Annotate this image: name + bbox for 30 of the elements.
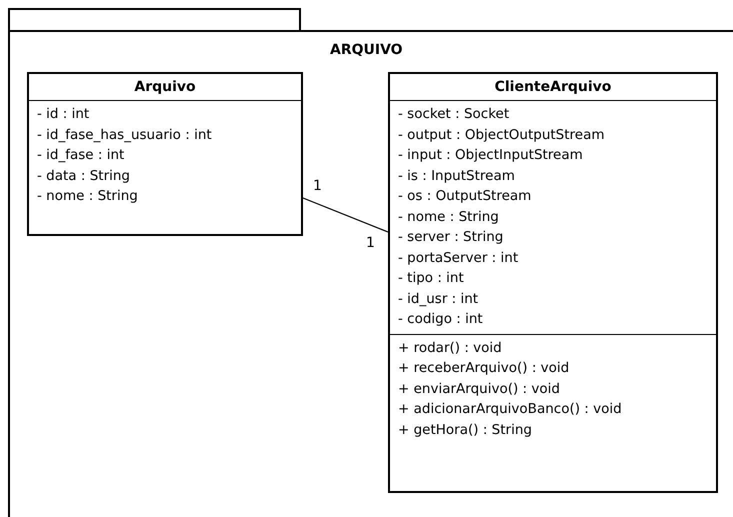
- attribute-text: - id_usr : int: [398, 290, 478, 308]
- method-text: + getHora() : String: [398, 420, 532, 440]
- attribute-text: - id : int: [37, 105, 90, 124]
- package-frame: [8, 8, 733, 517]
- method-text: + receberArquivo() : void: [398, 359, 570, 378]
- attribute-text: - input : ObjectInputStream: [398, 146, 583, 165]
- attribute-text: - output : ObjectOutputStream: [398, 126, 605, 144]
- method-text: + adicionarArquivoBanco() : void: [398, 400, 622, 419]
- attribute-text: - nome : String: [37, 187, 138, 206]
- multiplicity-label: 1: [366, 235, 375, 251]
- attribute-text: - portaServer : int: [398, 248, 518, 268]
- attribute-text: - id_fase : int: [37, 146, 124, 165]
- attribute-text: - socket : Socket: [398, 105, 510, 124]
- method-text: + rodar() : void: [398, 338, 502, 358]
- attribute-text: - id_fase_has_usuario : int: [37, 126, 212, 144]
- attribute-text: - tipo : int: [398, 269, 464, 288]
- class-name: ClienteArquivo: [494, 79, 612, 95]
- attribute-text: - is : InputStream: [398, 166, 515, 186]
- multiplicity-label: 1: [313, 178, 322, 194]
- attribute-text: - data : String: [37, 166, 130, 186]
- attribute-text: - nome : String: [398, 208, 499, 226]
- attribute-text: - codigo : int: [398, 310, 483, 329]
- association-line: [302, 197, 388, 233]
- class-box: [388, 72, 718, 493]
- class-name: Arquivo: [134, 79, 196, 95]
- attribute-text: - os : OutputStream: [398, 187, 532, 206]
- package-name: ARQUIVO: [330, 42, 403, 58]
- attribute-text: - server : String: [398, 228, 504, 247]
- method-text: + enviarArquivo() : void: [398, 380, 560, 398]
- class-box: [27, 72, 303, 236]
